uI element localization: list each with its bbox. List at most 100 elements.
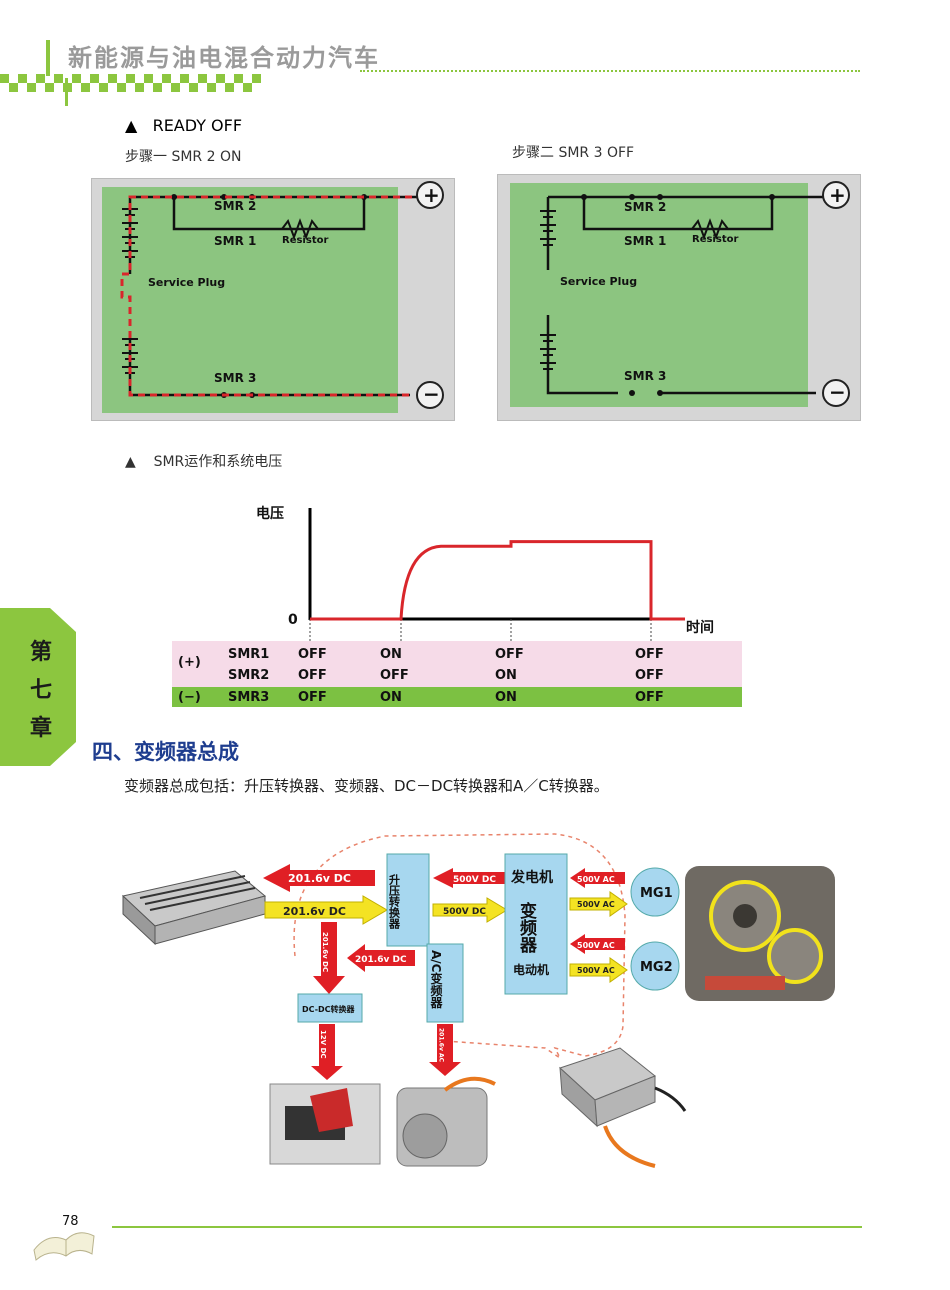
circuit-diagram-step1: SMR 2 SMR 1 Resistor Service Plug SMR 3 … (91, 178, 455, 421)
chapter-char-3: 章 (29, 716, 52, 741)
smr-state-r3-c3: ON (495, 690, 517, 705)
chapter-label: 第 七 章 (26, 634, 56, 748)
v12-label: 12V DC (319, 1030, 327, 1059)
smr-state-r3-c2: ON (380, 690, 402, 705)
minus-terminal-icon (416, 381, 444, 409)
ac500-arrow-3 (570, 934, 625, 954)
plus-terminal-label: + (423, 183, 440, 207)
smr-group-label-3: (−) (178, 690, 201, 705)
motor-label: 电动机 (513, 962, 549, 977)
section-title: 四、变频器总成 (92, 740, 239, 764)
ready-off-text: READY OFF (152, 116, 243, 135)
ac-inverter-box (426, 943, 464, 1023)
dc500-top-label: 500V DC (453, 875, 496, 885)
service-plug-label-2: Service Plug (560, 275, 637, 288)
y-axis-label: 电压 (256, 505, 284, 522)
dc-mid-arrow (347, 944, 415, 972)
boost-converter-label: 升压转换器 (388, 873, 402, 930)
plus-terminal-icon (416, 181, 444, 209)
generator-label: 发电机 (510, 869, 553, 886)
ac-inverter-label: A/C变频器 (429, 950, 443, 1009)
dcdc-converter-label: DC-DC转换器 (302, 1004, 356, 1014)
dc-mid-label: 201.6v DC (355, 955, 407, 965)
dcdc-converter-box (297, 993, 363, 1023)
smr-state-r1-c3: OFF (495, 647, 524, 662)
open-book-icon (33, 1232, 95, 1261)
ac500-label-3: 500V AC (577, 941, 615, 950)
mg2-label: MG2 (640, 960, 673, 975)
dcdc-unit-photo (269, 1083, 381, 1165)
header-accent-bar (46, 40, 50, 76)
ready-off-caption: ▲ READY OFF (125, 116, 242, 135)
voltage-series-line (310, 540, 685, 621)
smr-state-r2-c3: ON (495, 668, 517, 683)
smr-state-r2-c4: OFF (635, 668, 664, 683)
smr-row-name-1: SMR1 (228, 647, 269, 662)
ac500-label-4: 500V AC (577, 966, 615, 975)
resistor-label-2: Resistor (692, 234, 738, 245)
dc-ac-label: 201.6v AC (438, 1028, 445, 1063)
step2-label: 步骤二 SMR 3 OFF (512, 145, 635, 161)
smr1-label-2: SMR 1 (624, 234, 666, 248)
smr-group-label-1: (+) (178, 655, 201, 670)
minus-terminal-icon-2 (822, 379, 850, 407)
inverter-assembly-diagram: 201.6v DC 201.6v DC 升压转换器 500V DC 500V D… (121, 833, 835, 1168)
dc-down-arrow (313, 922, 345, 994)
smr-row-name-2: SMR2 (228, 668, 269, 683)
mg2-circle (630, 941, 680, 991)
plus-terminal-label-2: + (829, 183, 846, 207)
smr-state-r2-c1: OFF (298, 668, 327, 683)
x-axis-label: 时间 (686, 619, 714, 636)
smr-state-r1-c4: OFF (635, 647, 664, 662)
inverter-label: 变频器 (516, 901, 538, 954)
smr-chart-caption: ▲ SMR运作和系统电压 (125, 451, 282, 471)
dc500-bottom-label: 500V DC (443, 907, 486, 917)
dc500-bottom-arrow (432, 897, 508, 923)
smr-row-name-3: SMR3 (228, 690, 269, 705)
dc-left-bottom-label: 201.6v DC (283, 905, 346, 918)
smr-state-r3-c1: OFF (298, 690, 327, 705)
body-paragraph: 变频器总成包括：升压转换器、变频器、DC－DC转换器和A／C转换器。 (124, 777, 609, 795)
plus-terminal-icon-2 (822, 181, 850, 209)
ac500-arrow-1 (570, 868, 625, 888)
smr-state-r3-c4: OFF (635, 690, 664, 705)
smr3-label: SMR 3 (214, 371, 256, 385)
chapter-char-1: 第 (29, 640, 52, 665)
ac-compressor-photo (396, 1076, 496, 1167)
dc-down-label: 201.6v DC (321, 932, 329, 972)
chapter-tab (0, 608, 76, 766)
running-header-title: 新能源与油电混合动力汽车 (68, 44, 380, 72)
dc-right-arrow (264, 895, 388, 925)
footer-rule (112, 1226, 862, 1228)
inverter-box (504, 853, 568, 995)
hv-battery-image (121, 870, 267, 946)
boost-converter-box (386, 853, 430, 947)
dc500-top-arrow (433, 868, 507, 888)
y-zero-label: 0 (288, 612, 298, 628)
smr1-label: SMR 1 (214, 234, 256, 248)
page-number: 78 (62, 1214, 79, 1229)
smr-state-r1-c2: ON (380, 647, 402, 662)
triangle-icon-2: ▲ (125, 454, 136, 470)
dc-ac-arrow (429, 1024, 461, 1076)
mg1-circle (630, 867, 680, 917)
minus-terminal-label: − (423, 382, 440, 406)
service-plug-label: Service Plug (148, 276, 225, 289)
smr-negative-band (172, 687, 742, 707)
smr-chart-caption-text: SMR运作和系统电压 (153, 454, 283, 470)
step1-label: 步骤一 SMR 2 ON (125, 149, 242, 165)
smr-state-r1-c1: OFF (298, 647, 327, 662)
smr2-label-2: SMR 2 (624, 200, 666, 214)
ac500-arrow-4 (569, 957, 628, 983)
header-dotted-rule (360, 70, 860, 72)
triangle-icon: ▲ (125, 116, 138, 135)
smr-state-r2-c2: OFF (380, 668, 409, 683)
smr-positive-band (172, 641, 742, 687)
dc-left-arrow (263, 864, 375, 892)
resistor-label: Resistor (282, 235, 328, 246)
circuit-diagram-step2: SMR 2 SMR 1 Resistor Service Plug SMR 3 … (497, 174, 861, 421)
header-accent-bar-lower (65, 78, 68, 106)
transaxle-image (685, 866, 835, 1001)
smr2-label: SMR 2 (214, 199, 256, 213)
